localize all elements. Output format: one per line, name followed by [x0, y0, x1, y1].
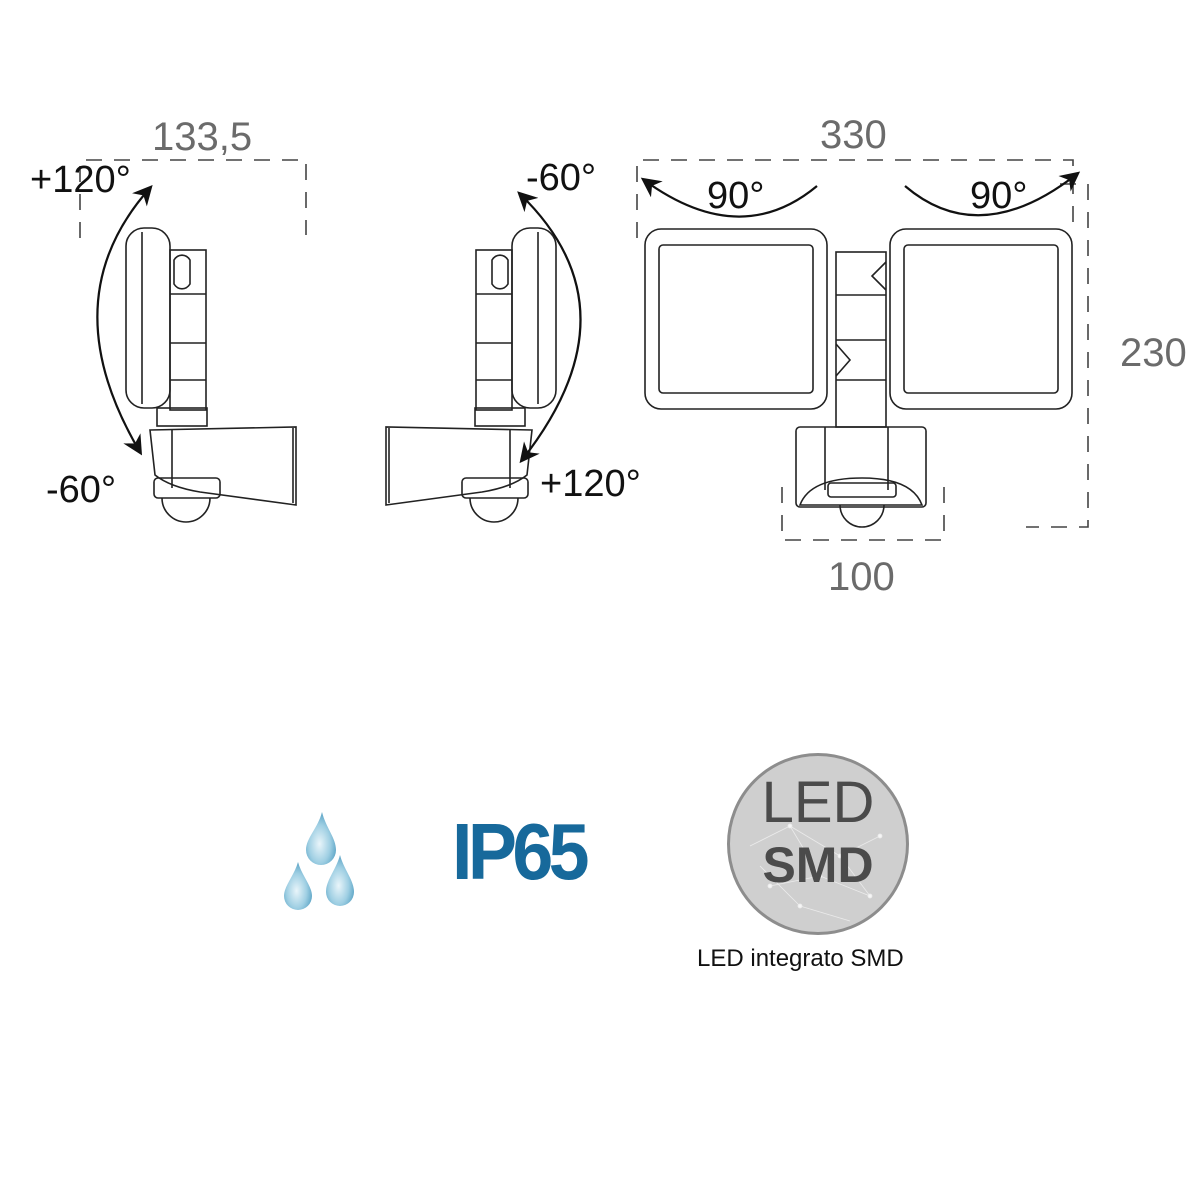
base-width-dimension: 100 [828, 555, 895, 599]
badge-text-led: LED [761, 770, 875, 835]
ip65-rating: IP65 [452, 807, 590, 896]
dimension-box-width [636, 159, 1074, 238]
badge-text-smd: SMD [762, 837, 874, 893]
rotation-arrow-right [517, 191, 582, 464]
depth-dimension: 133,5 [152, 115, 252, 159]
height-dimension: 230 [1120, 331, 1187, 375]
left-angle-up: +120° [30, 159, 131, 201]
front-view [636, 159, 1089, 541]
front-left-rotation: 90° [707, 175, 764, 217]
rotation-arrow-front-left [640, 177, 818, 218]
right-angle-up: -60° [526, 157, 596, 199]
right-angle-down: +120° [540, 463, 641, 505]
dimension-box-depth [79, 159, 307, 238]
front-right-rotation: 90° [970, 175, 1027, 217]
side-view-left [79, 159, 307, 523]
network-pattern-icon [749, 823, 883, 922]
water-drops-icon [284, 812, 354, 910]
led-smd-badge: LED SMD [727, 753, 909, 935]
side-view-right [385, 191, 582, 523]
led-caption: LED integrato SMD [697, 945, 904, 972]
dimension-box-height [1026, 183, 1089, 528]
rotation-arrow-left [96, 185, 153, 456]
rotation-arrow-front-right [904, 171, 1081, 217]
width-dimension: 330 [820, 113, 887, 157]
left-angle-down: -60° [46, 469, 116, 511]
